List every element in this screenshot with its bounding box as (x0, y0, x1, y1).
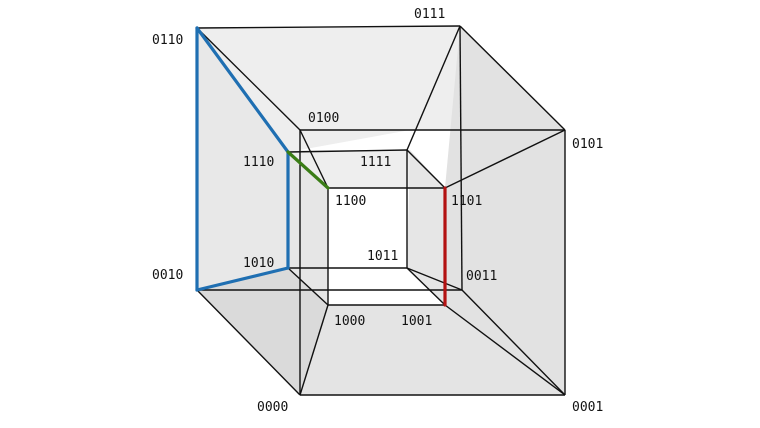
edge-0010-0000 (196, 289, 301, 396)
vertex-label-1011: 1011 (367, 249, 398, 264)
edge-0010-1010 (195, 266, 290, 292)
vertex-label-0011: 0011 (466, 269, 497, 284)
vertex-label-0100: 0100 (308, 111, 339, 126)
edge-0100-1100 (299, 129, 329, 189)
vertex-label-0111: 0111 (414, 7, 445, 22)
edge-0111-1111 (406, 25, 461, 151)
vertex-label-1101: 1101 (451, 194, 482, 209)
edge-0011-0001 (461, 289, 566, 396)
vertex-label-0001: 0001 (572, 400, 603, 415)
edge-0110-0100 (196, 27, 301, 131)
edge-1110-1111 (287, 149, 408, 153)
vertex-label-1100: 1100 (335, 194, 366, 209)
edge-1111-1101 (406, 149, 446, 189)
vertex-label-0010: 0010 (152, 268, 183, 283)
edge-0110-0111 (196, 25, 461, 29)
vertex-label-0101: 0101 (572, 137, 603, 152)
edge-0000-1000 (299, 304, 329, 396)
inner-left-face (288, 152, 328, 305)
edge-0111-0011 (459, 25, 463, 291)
edges (196, 25, 566, 396)
edge-1010-1000 (287, 267, 329, 306)
edge-0111-0101 (459, 25, 566, 131)
vertex-label-1000: 1000 (334, 314, 365, 329)
vertex-label-1111: 1111 (360, 155, 391, 170)
edge-1011-1001 (406, 267, 446, 306)
vertex-label-1001: 1001 (401, 314, 432, 329)
edge-0110-1110 (195, 26, 290, 154)
vertex-labels: 0110 0111 0101 0100 1110 1111 1100 1101 … (152, 7, 603, 415)
edge-0101-1101 (444, 129, 566, 189)
vertex-label-0110: 0110 (152, 33, 183, 48)
inner-top-face (288, 150, 445, 188)
edge-0001-1001 (444, 304, 566, 396)
edge-0011-1011 (406, 267, 463, 291)
vertex-label-0000: 0000 (257, 400, 288, 415)
edge-1110-1100 (286, 150, 330, 190)
vertex-label-1010: 1010 (243, 256, 274, 271)
face-left (197, 28, 288, 290)
inner-right-face (407, 150, 445, 305)
vertex-label-1110: 1110 (243, 155, 274, 170)
highlighted-edges (195, 26, 447, 307)
